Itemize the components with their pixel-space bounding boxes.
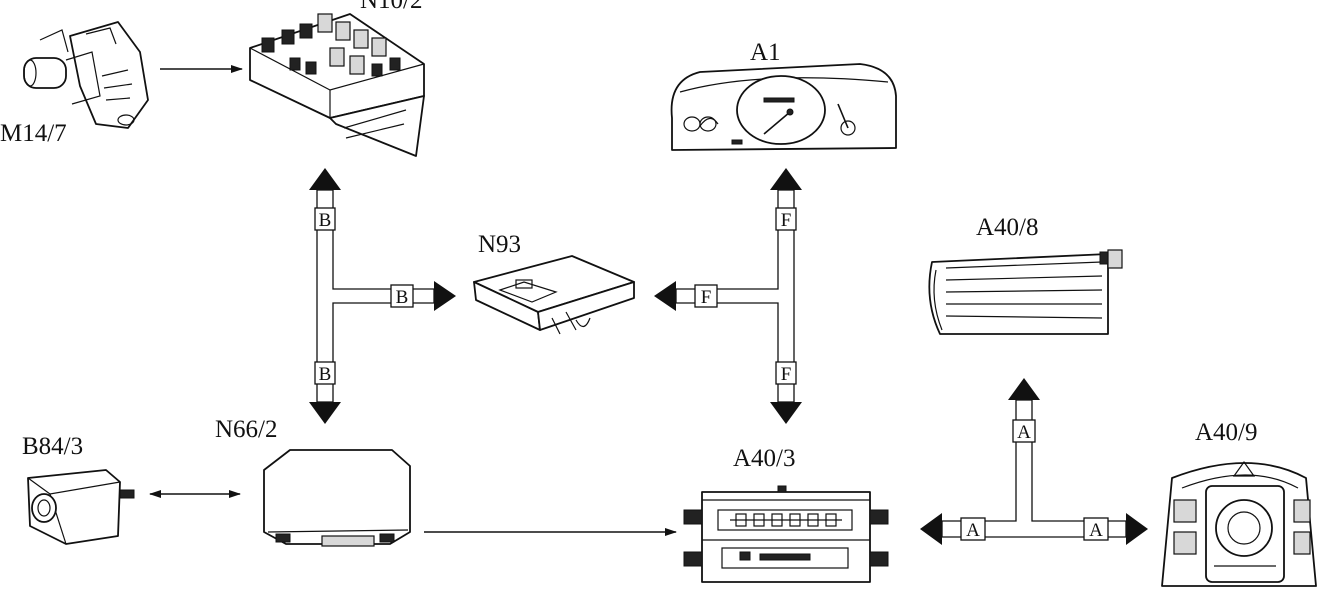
bus-b-arrowhead-right <box>434 281 456 311</box>
bus-f-arrowhead-up <box>770 168 802 190</box>
bus-f-tag-bottom: F <box>781 364 792 385</box>
label-b84-3: B84/3 <box>22 433 83 460</box>
bus-a-tag-left: A <box>966 520 980 541</box>
bus-b-tag-top: B <box>319 210 332 231</box>
label-n66-2: N66/2 <box>215 416 278 443</box>
bus-a-tag-top: A <box>1017 422 1031 443</box>
n66-2-control-module <box>263 449 411 547</box>
bus-b-connector: B B B <box>309 168 456 424</box>
bus-f-arrowhead-left <box>654 281 676 311</box>
bus-a-tag-right: A <box>1089 520 1103 541</box>
a40-9-rear-control-panel <box>1161 460 1317 587</box>
bus-a-connector: A A A <box>920 378 1148 545</box>
label-a1: A1 <box>750 39 781 66</box>
label-a40-8: A40/8 <box>976 214 1039 241</box>
bus-a-arrowhead-left <box>920 513 942 545</box>
n93-control-unit <box>473 255 635 335</box>
label-a40-3: A40/3 <box>733 445 796 472</box>
m14-7-actuator <box>23 21 149 129</box>
bus-f-arrowhead-down <box>770 402 802 424</box>
bus-f-tag-left: F <box>701 287 712 308</box>
bus-f-tag-top: F <box>781 210 792 231</box>
n10-2-fuse-relay-module <box>249 13 425 157</box>
a40-8-display-unit <box>928 249 1123 335</box>
bus-b-arrowhead-down <box>309 402 341 424</box>
bus-b-tag-bottom: B <box>319 364 332 385</box>
label-m14-7: M14/7 <box>0 120 67 147</box>
label-n10-2: N10/2 <box>360 0 423 14</box>
a40-3-head-unit <box>683 485 889 583</box>
bus-b-tag-right: B <box>396 287 409 308</box>
bus-a-arrowhead-up <box>1008 378 1040 400</box>
bus-f-connector: F F F <box>654 168 802 424</box>
b84-3-sensor <box>27 469 135 545</box>
bus-a-arrowhead-right <box>1126 513 1148 545</box>
label-a40-9: A40/9 <box>1195 419 1258 446</box>
a1-instrument-cluster <box>670 63 897 151</box>
bus-b-arrowhead-up <box>309 168 341 190</box>
label-n93: N93 <box>478 231 521 258</box>
